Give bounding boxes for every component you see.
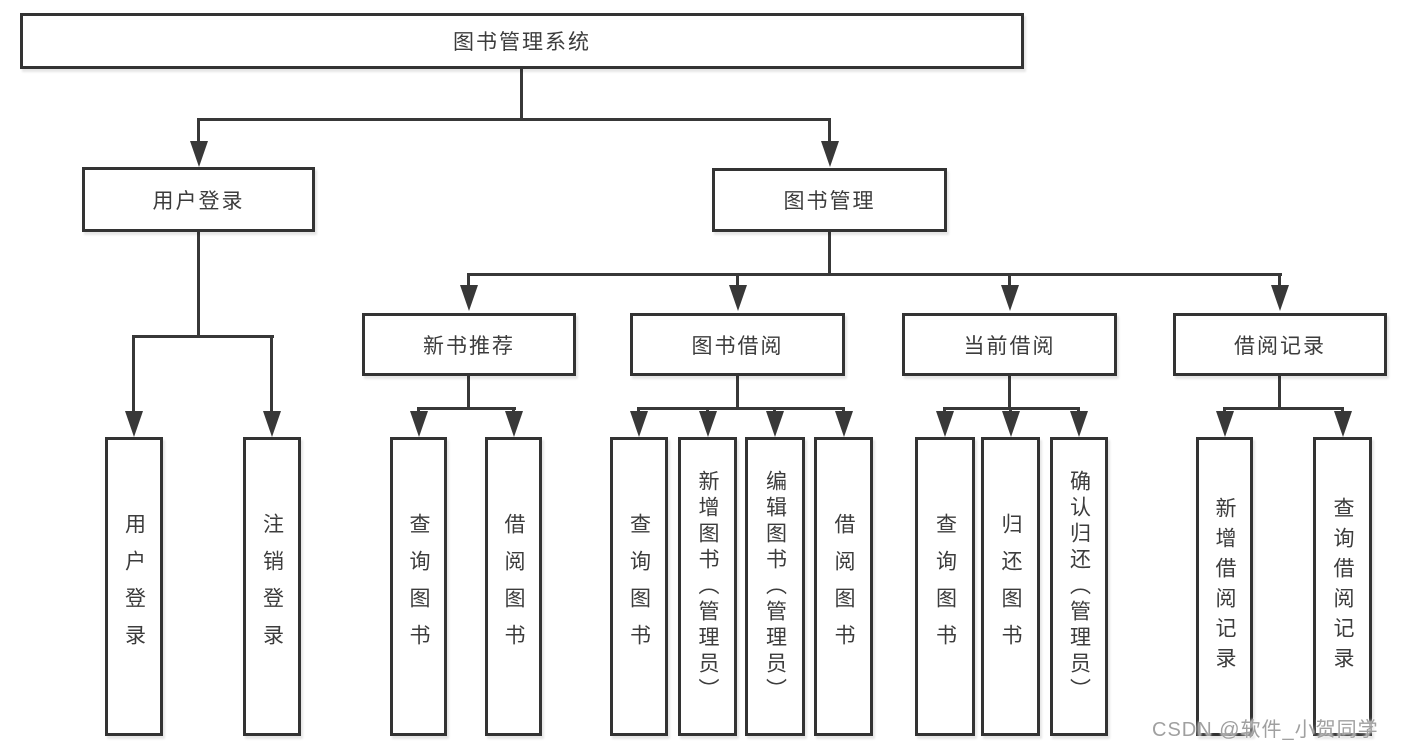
- connector-line: [1278, 276, 1281, 287]
- node-user-login: 用户登录: [82, 167, 315, 232]
- arrow-down-icon: [698, 411, 717, 437]
- arrow-down-icon: [1270, 285, 1289, 311]
- connector-line: [270, 338, 273, 413]
- node-library-system: 图书管理系统: [20, 13, 1024, 69]
- connector-line: [132, 338, 135, 413]
- leaf-user-login: 用户登录: [105, 437, 163, 736]
- arrow-down-icon: [262, 411, 281, 437]
- arrow-down-icon: [935, 411, 954, 437]
- leaf-query-books-recommend: 查询图书: [390, 437, 447, 736]
- connector-line: [197, 120, 200, 143]
- arrow-down-icon: [1069, 411, 1088, 437]
- leaf-confirm-return-admin: 确认归还（管理员）: [1050, 437, 1108, 736]
- leaf-edit-books-admin: 编辑图书（管理员）: [745, 437, 805, 736]
- connector-line: [467, 376, 470, 409]
- connector-line: [828, 232, 831, 275]
- arrow-down-icon: [629, 411, 648, 437]
- connector-line: [417, 407, 516, 410]
- connector-line: [1008, 276, 1011, 287]
- leaf-add-borrow-record: 新增借阅记录: [1196, 437, 1253, 736]
- connector-line: [736, 276, 739, 287]
- connector-line: [467, 273, 1282, 276]
- arrow-down-icon: [834, 411, 853, 437]
- node-new-book-recommend: 新书推荐: [362, 313, 576, 376]
- node-book-management: 图书管理: [712, 168, 947, 232]
- watermark: CSDN @软件_小贺同学: [1152, 719, 1379, 741]
- arrow-down-icon: [1000, 285, 1019, 311]
- arrow-down-icon: [1001, 411, 1020, 437]
- connector-line: [1008, 376, 1011, 409]
- leaf-query-books-current: 查询图书: [915, 437, 975, 736]
- connector-line: [1223, 407, 1344, 410]
- leaf-query-books-borrowing: 查询图书: [610, 437, 668, 736]
- connector-line: [520, 69, 523, 120]
- node-current-borrowing: 当前借阅: [902, 313, 1117, 376]
- arrow-down-icon: [1215, 411, 1234, 437]
- arrow-down-icon: [765, 411, 784, 437]
- connector-line: [197, 232, 200, 336]
- arrow-down-icon: [1333, 411, 1352, 437]
- arrow-down-icon: [820, 141, 839, 167]
- node-book-borrowing: 图书借阅: [630, 313, 845, 376]
- leaf-borrow-books-borrowing: 借阅图书: [814, 437, 873, 736]
- arrow-down-icon: [124, 411, 143, 437]
- leaf-borrow-books-recommend: 借阅图书: [485, 437, 542, 736]
- connector-line: [132, 335, 274, 338]
- leaf-logout: 注销登录: [243, 437, 301, 736]
- connector-line: [736, 376, 739, 409]
- arrow-down-icon: [409, 411, 428, 437]
- connector-line: [828, 120, 831, 143]
- arrow-down-icon: [189, 141, 208, 167]
- leaf-add-books-admin: 新增图书（管理员）: [678, 437, 737, 736]
- connector-line: [637, 407, 845, 410]
- arrow-down-icon: [504, 411, 523, 437]
- leaf-return-books: 归还图书: [981, 437, 1040, 736]
- connector-line: [943, 407, 1080, 410]
- arrow-down-icon: [728, 285, 747, 311]
- connector-line: [197, 118, 831, 121]
- node-borrowing-records: 借阅记录: [1173, 313, 1387, 376]
- connector-line: [467, 276, 470, 287]
- leaf-query-borrow-record: 查询借阅记录: [1313, 437, 1372, 736]
- connector-line: [1278, 376, 1281, 409]
- arrow-down-icon: [459, 285, 478, 311]
